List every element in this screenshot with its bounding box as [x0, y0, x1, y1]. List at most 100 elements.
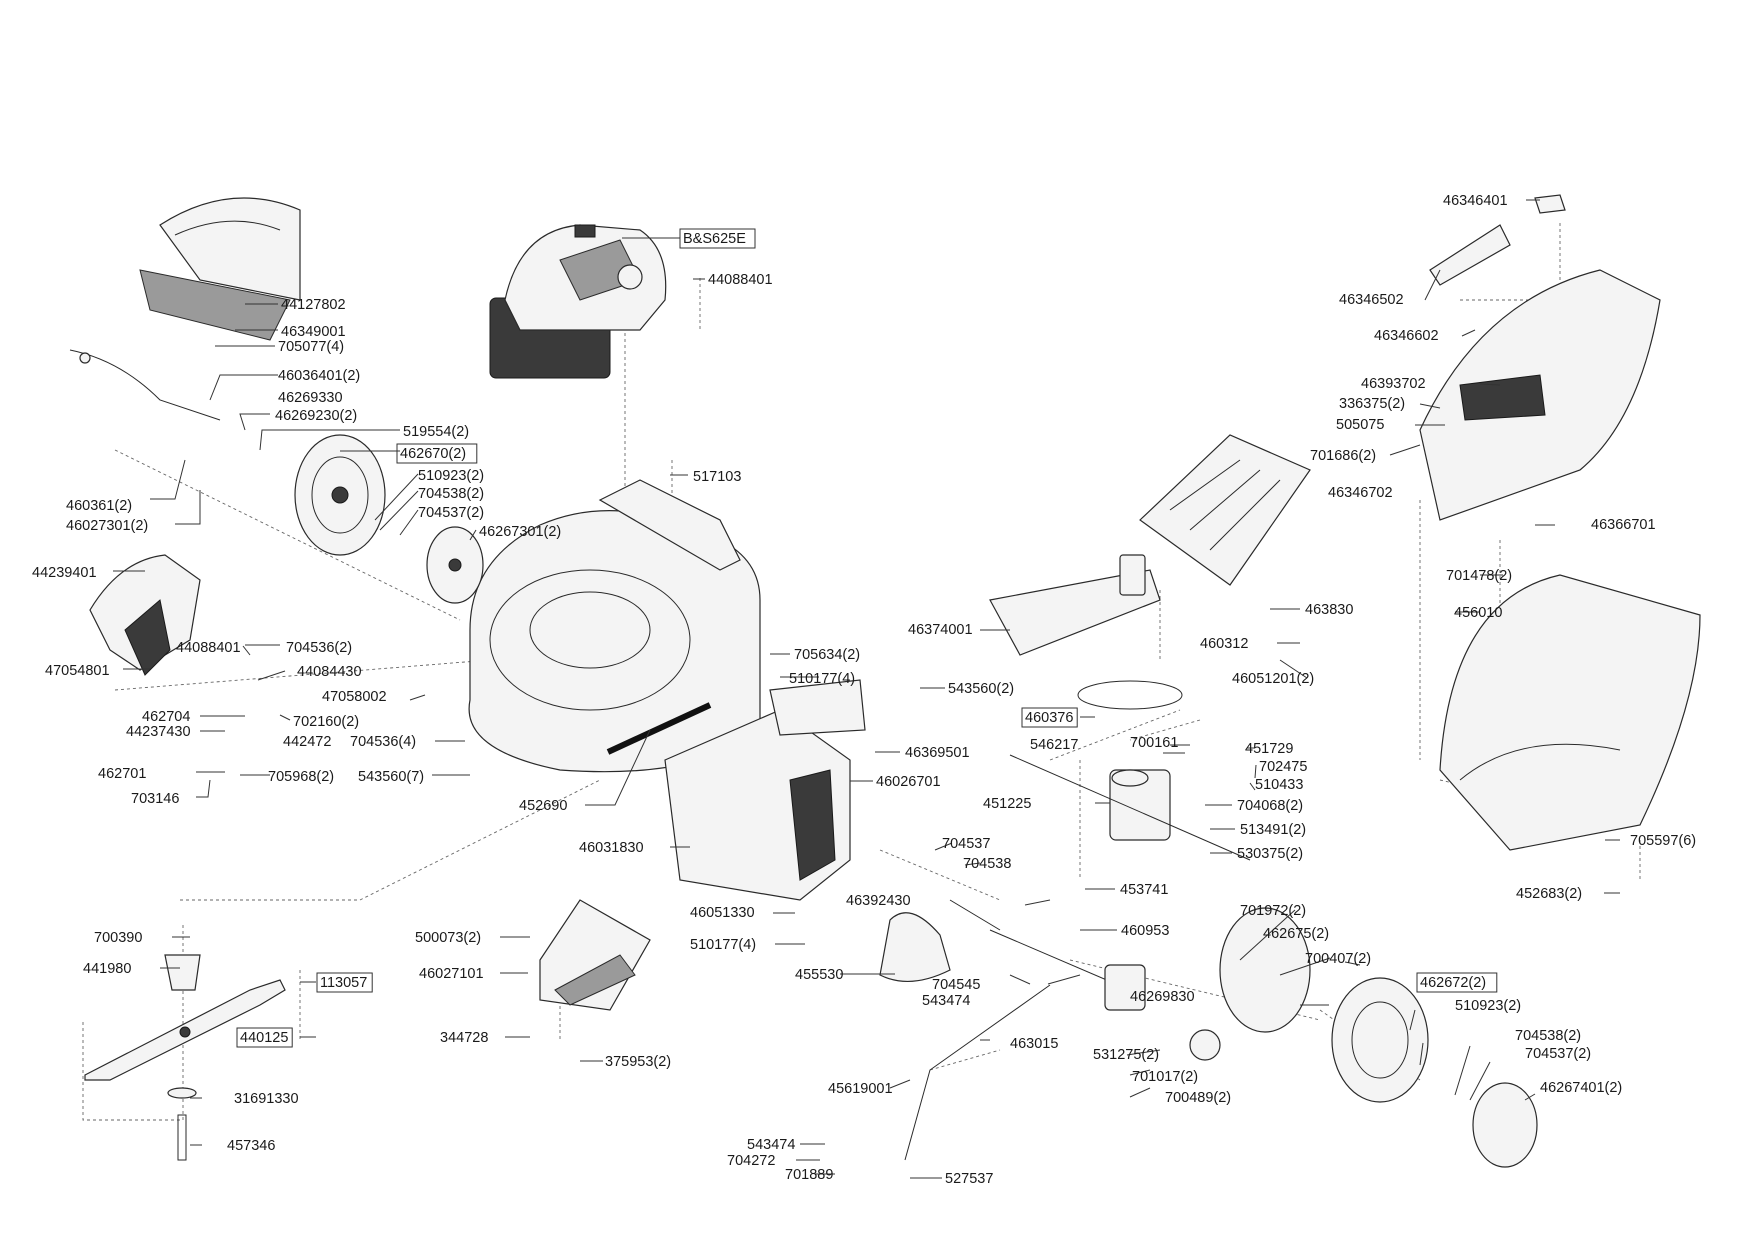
part-label-510177-4: 510177(4) — [690, 937, 756, 953]
part-label-455530: 455530 — [795, 967, 843, 983]
part-label-704537-2: 704537(2) — [1525, 1046, 1591, 1062]
part-label-700489-2: 700489(2) — [1165, 1090, 1231, 1106]
catcher-handle-parts — [1429, 194, 1566, 286]
part-label-44239401: 44239401 — [32, 565, 97, 581]
part-label-46366701: 46366701 — [1591, 517, 1656, 533]
part-label-46051201-2: 46051201(2) — [1232, 671, 1314, 687]
part-label-705597-6: 705597(6) — [1630, 833, 1696, 849]
part-label-441980: 441980 — [83, 961, 131, 977]
part-label-45619001: 45619001 — [828, 1081, 893, 1097]
part-label-462701: 462701 — [98, 766, 146, 782]
part-label-700390: 700390 — [94, 930, 142, 946]
catcher-top-frame — [1419, 269, 1661, 521]
part-label-705634-2: 705634(2) — [794, 647, 860, 663]
part-label-46269330: 46269330 — [278, 390, 343, 406]
part-label-703146: 703146 — [131, 791, 179, 807]
part-label-31691330: 31691330 — [234, 1091, 299, 1107]
part-label-705077-4: 705077(4) — [278, 339, 344, 355]
part-label-46393702: 46393702 — [1361, 376, 1426, 392]
part-label-700407-2: 700407(2) — [1305, 951, 1371, 967]
mulch-cover — [989, 554, 1161, 656]
part-label-460953: 460953 — [1121, 923, 1169, 939]
part-label-704545: 704545 — [932, 977, 980, 993]
part-label-46269230-2: 46269230(2) — [275, 408, 357, 424]
part-label-344728: 344728 — [440, 1030, 488, 1046]
part-label-530375-2: 530375(2) — [1237, 846, 1303, 862]
part-label-452690: 452690 — [519, 798, 567, 814]
part-label-44084430: 44084430 — [297, 664, 362, 680]
part-label-701017-2: 701017(2) — [1132, 1069, 1198, 1085]
part-label-513491-2: 513491(2) — [1240, 822, 1306, 838]
engine — [489, 224, 667, 379]
part-label-452683-2: 452683(2) — [1516, 886, 1582, 902]
rear-axle — [989, 929, 1146, 1011]
part-label-47058002: 47058002 — [322, 689, 387, 705]
part-label-46346401: 46346401 — [1443, 193, 1508, 209]
gearbox — [1009, 754, 1251, 861]
right-wheel-gear — [1189, 907, 1538, 1168]
part-label-462675-2: 462675(2) — [1263, 926, 1329, 942]
part-label-704536-4: 704536(4) — [350, 734, 416, 750]
part-label-46374001: 46374001 — [908, 622, 973, 638]
part-label-460361-2: 460361(2) — [66, 498, 132, 514]
part-label-704537: 704537 — [942, 836, 990, 852]
part-label-701478-2: 701478(2) — [1446, 568, 1512, 584]
part-label-704538-2: 704538(2) — [1515, 1028, 1581, 1044]
part-label-702160-2: 702160(2) — [293, 714, 359, 730]
part-label-46346602: 46346602 — [1374, 328, 1439, 344]
part-label-46346502: 46346502 — [1339, 292, 1404, 308]
part-label-451225: 451225 — [983, 796, 1031, 812]
part-label-46027101: 46027101 — [419, 966, 484, 982]
part-label-46051330: 46051330 — [690, 905, 755, 921]
part-label-701686-2: 701686(2) — [1310, 448, 1376, 464]
part-label-46031830: 46031830 — [579, 840, 644, 856]
part-label-46269830: 46269830 — [1130, 989, 1195, 1005]
part-label-705968-2: 705968(2) — [268, 769, 334, 785]
part-label-44127802: 44127802 — [281, 297, 346, 313]
deck — [468, 479, 761, 773]
mulch-plug — [539, 899, 651, 1011]
part-label-510923-2: 510923(2) — [1455, 998, 1521, 1014]
part-label-462670-2: 462670(2) — [400, 446, 466, 462]
part-label-453741: 453741 — [1120, 882, 1168, 898]
part-label-704538: 704538 — [963, 856, 1011, 872]
part-label-46349001: 46349001 — [281, 324, 346, 340]
left-wheel — [294, 434, 386, 556]
part-label-463830: 463830 — [1305, 602, 1353, 618]
part-label-704536-2: 704536(2) — [286, 640, 352, 656]
cutting-blade — [84, 954, 286, 1161]
part-label-375953-2: 375953(2) — [605, 1054, 671, 1070]
box-engine — [679, 228, 756, 249]
part-label-543474: 543474 — [922, 993, 970, 1009]
part-label-46027301-2: 46027301(2) — [66, 518, 148, 534]
part-label-46267301-2: 46267301(2) — [479, 524, 561, 540]
part-label-113057: 113057 — [320, 975, 367, 991]
part-label-46267401-2: 46267401(2) — [1540, 1080, 1622, 1096]
rear-cover-bracket — [769, 679, 866, 736]
part-label-543560-2: 543560(2) — [948, 681, 1014, 697]
part-label-46346702: 46346702 — [1328, 485, 1393, 501]
part-label-701889: 701889 — [785, 1167, 833, 1183]
part-label-462704: 462704 — [142, 709, 190, 725]
part-label-457346: 457346 — [227, 1138, 275, 1154]
part-label-510923-2: 510923(2) — [418, 468, 484, 484]
part-label-460312: 460312 — [1200, 636, 1248, 652]
part-label-47054801: 47054801 — [45, 663, 110, 679]
part-label-451729: 451729 — [1245, 741, 1293, 757]
part-labels: B&S625E 44088401 — [679, 228, 773, 288]
part-label-46369501: 46369501 — [905, 745, 970, 761]
part-label-510433: 510433 — [1255, 777, 1303, 793]
handle-lower — [904, 984, 1051, 1161]
part-label-463015: 463015 — [1010, 1036, 1058, 1052]
label-box — [236, 1027, 293, 1048]
label-box — [1021, 707, 1078, 728]
rear-guard — [664, 709, 851, 901]
part-label-543474: 543474 — [747, 1137, 795, 1153]
part-label-510177-4: 510177(4) — [789, 671, 855, 687]
part-label-519554-2: 519554(2) — [403, 424, 469, 440]
part-label-531275-2: 531275(2) — [1093, 1047, 1159, 1063]
rear-flap-upper — [139, 197, 301, 341]
part-label-543560-7: 543560(7) — [358, 769, 424, 785]
part-label-704068-2: 704068(2) — [1237, 798, 1303, 814]
